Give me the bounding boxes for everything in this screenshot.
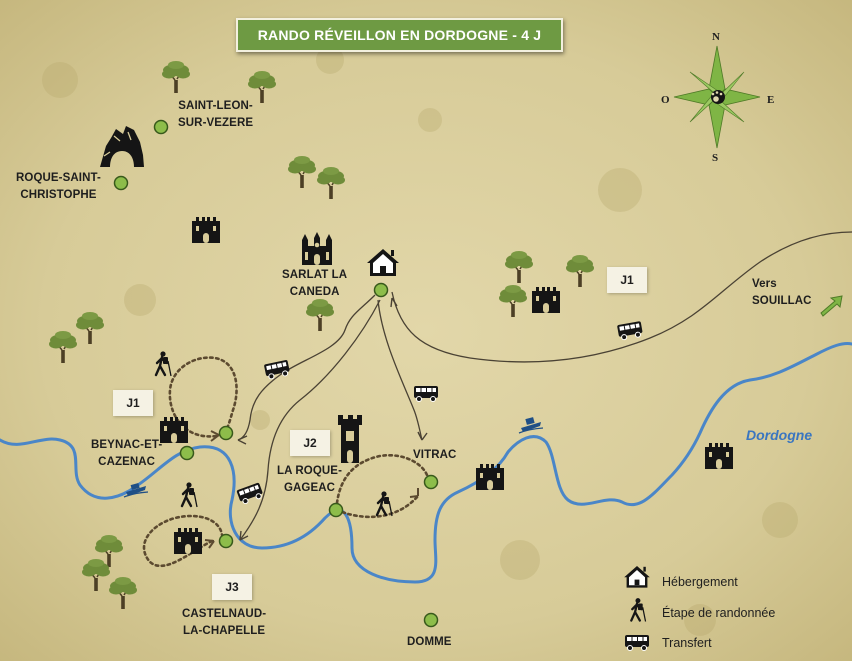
place-sarlat: SARLAT LA CANEDA [282,269,348,298]
boat-icon [123,483,149,498]
place-la-roque-gageac: LA ROQUE- GAGEAC [277,465,342,494]
road-sarlat-beynac [237,294,376,441]
legend-lodging-label: Hébergement [662,575,738,589]
stop-marker [153,119,169,135]
place-saint-leon: SAINT-LEON- SUR-VEZERE [178,100,254,129]
compass-north-label: N [712,31,720,43]
stop-marker [179,445,195,461]
boat-icon [518,417,544,434]
river-label-dordogne: Dordogne [746,427,813,443]
hike-paths [142,356,430,568]
compass-rose [673,45,761,149]
road-sarlat-castelnaud [239,299,381,541]
place-castelnaud: CASTELNAUD- LA-CHAPELLE [182,608,267,637]
cathedral-icon [302,232,332,265]
stop-marker [218,425,234,441]
compass-south-label: S [712,152,719,164]
legend-transfer-label: Transfert [662,636,712,650]
road-sarlat-east [391,231,852,363]
souillac-arrow-icon [820,295,843,317]
map-title: RANDO RÉVEILLON EN DORDOGNE - 4 J [236,18,563,52]
legend-hike-label: Étape de randonnée [662,606,776,620]
cave-icon [100,126,144,167]
tower-icon [338,415,362,463]
compass-west-label: O [661,94,670,106]
road-network [237,231,852,541]
stop-marker [113,175,129,191]
stop-marker [218,533,234,549]
day-label-j1-east: J1 [607,267,647,293]
stop-marker [373,282,389,298]
place-roque-saint-christophe: ROQUE-SAINT- CHRISTOPHE [16,172,101,201]
place-souillac: Vers SOUILLAC [752,278,812,307]
day-label-j3: J3 [212,574,252,600]
hike-loop-j2 [335,453,430,519]
day-label-j1-west: J1 [113,390,153,416]
place-domme: DOMME [407,636,452,648]
hike-arrowheads [204,430,419,549]
compass-east-label: E [767,94,775,106]
day-label-j2: J2 [290,430,330,456]
hike-loop-j3 [142,514,224,568]
parchment-speckle [42,46,798,636]
stop-marker [423,474,439,490]
road-arrowheads [237,297,428,541]
place-beynac: BEYNAC-ET- CAZENAC [91,439,163,468]
dordogne-river [0,342,852,584]
place-vitrac: VITRAC [413,449,457,461]
stop-marker [423,612,439,628]
stop-marker [328,502,344,518]
road-sarlat-vitrac [377,299,423,441]
hike-loop-j1 [168,356,238,438]
